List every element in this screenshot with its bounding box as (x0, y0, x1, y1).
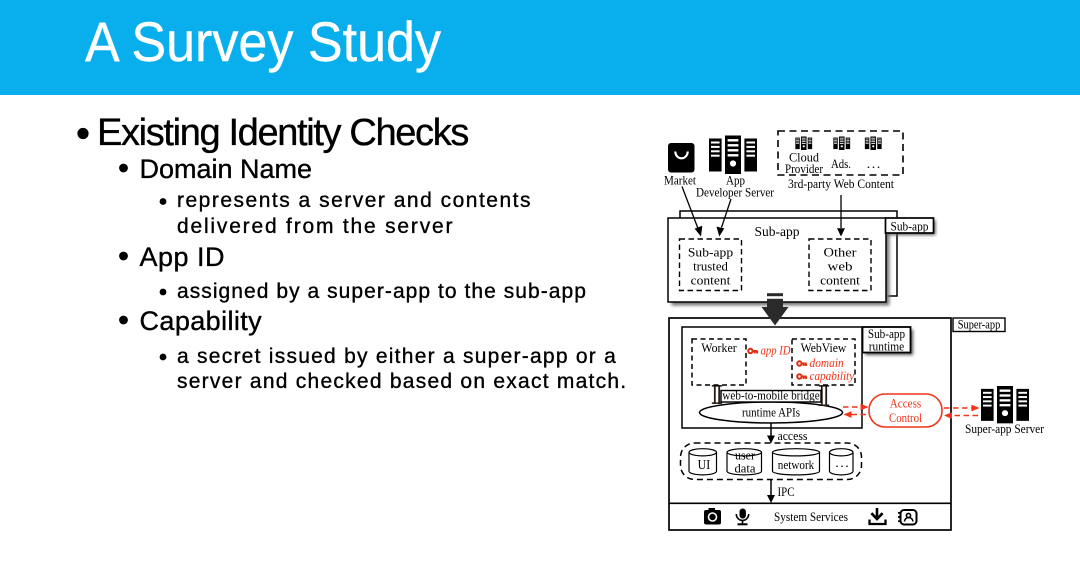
svg-text:user: user (735, 448, 756, 463)
svg-text:Other: Other (824, 245, 858, 260)
svg-text:web-to-mobile bridge: web-to-mobile bridge (722, 389, 820, 403)
svg-text:Provider: Provider (785, 161, 824, 176)
svg-text:content: content (691, 273, 731, 288)
svg-text:runtime APIs: runtime APIs (742, 405, 800, 420)
svg-text:app ID: app ID (761, 344, 791, 358)
svg-text:Super-app: Super-app (958, 318, 1001, 332)
svg-text:Cloud: Cloud (789, 150, 819, 165)
svg-text:web: web (828, 259, 853, 274)
svg-text:Super-app Server: Super-app Server (965, 422, 1045, 436)
svg-text:Market: Market (664, 173, 696, 188)
svg-text:Sub-app: Sub-app (755, 225, 800, 240)
svg-text:trusted: trusted (693, 259, 728, 274)
svg-text:3rd-party Web Content: 3rd-party Web Content (788, 176, 894, 191)
svg-text:access: access (778, 429, 808, 443)
svg-text:Sub-app: Sub-app (891, 219, 929, 234)
svg-text:domain: domain (810, 356, 844, 370)
svg-text:WebView: WebView (801, 340, 847, 355)
svg-text:data: data (735, 461, 756, 476)
svg-text:Ads.: Ads. (831, 156, 851, 171)
svg-text:App: App (726, 173, 745, 188)
svg-text:Sub-app: Sub-app (688, 245, 733, 260)
svg-text:…: … (866, 156, 881, 171)
svg-text:Developer Server: Developer Server (696, 185, 775, 200)
svg-text:System Services: System Services (774, 510, 848, 524)
svg-text:content: content (820, 273, 860, 288)
svg-text:Worker: Worker (701, 340, 737, 355)
svg-text:Control: Control (889, 411, 922, 425)
svg-text:runtime: runtime (869, 340, 905, 354)
svg-text:…: … (835, 455, 850, 470)
svg-text:network: network (778, 457, 815, 472)
svg-text:Access: Access (890, 397, 921, 411)
svg-text:Sub-app: Sub-app (868, 327, 905, 341)
svg-text:IPC: IPC (778, 485, 795, 499)
svg-text:capability: capability (810, 369, 855, 383)
svg-text:UI: UI (698, 457, 711, 472)
